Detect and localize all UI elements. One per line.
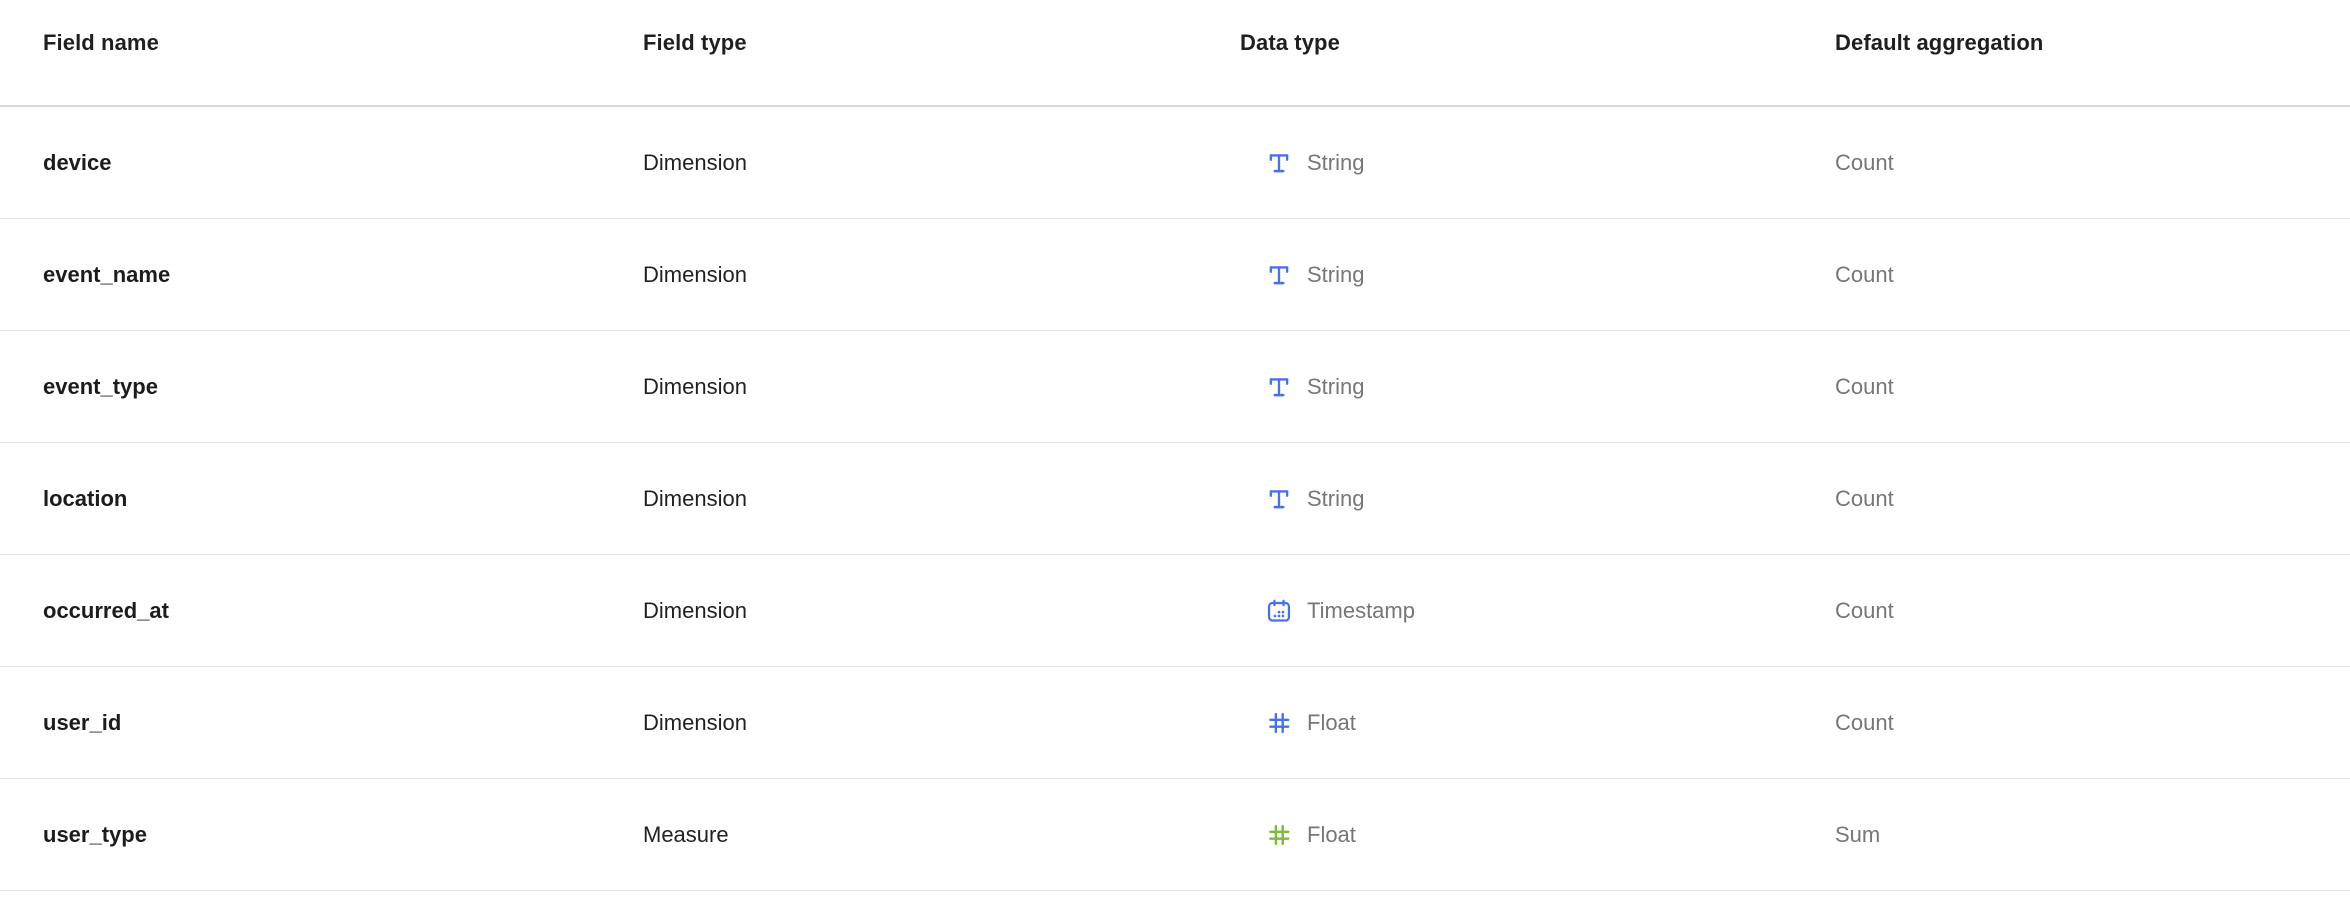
aggregation-cell: Count — [1835, 710, 2350, 736]
aggregation-cell: Count — [1835, 374, 2350, 400]
data-type-label: String — [1307, 261, 1365, 287]
field-type-cell: Dimension — [643, 262, 1240, 288]
field-name-cell: location — [43, 486, 643, 512]
field-type-label: Dimension — [643, 373, 747, 399]
table-body: device Dimension String Count event_name… — [0, 107, 2350, 891]
field-name-label: user_type — [43, 821, 147, 847]
data-type-label: Float — [1307, 821, 1356, 847]
field-name-label: location — [43, 485, 128, 511]
table-row[interactable]: event_name Dimension String Count — [0, 219, 2350, 331]
field-type-cell: Dimension — [643, 374, 1240, 400]
field-type-label: Dimension — [643, 149, 747, 175]
data-type-cell: String — [1240, 486, 1835, 512]
table-row[interactable]: user_type Measure Float Sum — [0, 779, 2350, 891]
aggregation-cell: Count — [1835, 262, 2350, 288]
default-aggregation-label: Sum — [1835, 821, 1881, 847]
table-row[interactable]: location Dimension String Count — [0, 443, 2350, 555]
data-type-label: String — [1307, 373, 1365, 399]
aggregation-cell: Count — [1835, 486, 2350, 512]
field-name-label: event_name — [43, 261, 171, 287]
aggregation-cell: Count — [1835, 598, 2350, 624]
field-name-label: event_type — [43, 373, 158, 399]
field-type-label: Dimension — [643, 597, 747, 623]
aggregation-cell: Count — [1835, 150, 2350, 176]
field-name-label: device — [43, 149, 112, 175]
hash-icon — [1266, 710, 1292, 736]
field-name-cell: event_type — [43, 374, 643, 400]
default-aggregation-label: Count — [1835, 485, 1894, 511]
data-type-label: String — [1307, 149, 1365, 175]
aggregation-cell: Sum — [1835, 822, 2350, 848]
field-type-label: Dimension — [643, 485, 747, 511]
field-name-cell: device — [43, 150, 643, 176]
field-name-cell: user_id — [43, 710, 643, 736]
text-icon — [1266, 374, 1292, 400]
data-type-label: Timestamp — [1307, 597, 1415, 623]
field-type-label: Measure — [643, 821, 729, 847]
field-name-label: user_id — [43, 709, 122, 735]
hash-icon — [1266, 822, 1292, 848]
field-name-cell: user_type — [43, 822, 643, 848]
table-row[interactable]: event_type Dimension String Count — [0, 331, 2350, 443]
column-header-default-aggregation: Default aggregation — [1835, 30, 2044, 55]
default-aggregation-label: Count — [1835, 709, 1894, 735]
default-aggregation-label: Count — [1835, 373, 1894, 399]
data-type-cell: String — [1240, 262, 1835, 288]
data-type-label: Float — [1307, 709, 1356, 735]
field-name-cell: occurred_at — [43, 598, 643, 624]
field-name-label: occurred_at — [43, 597, 169, 623]
text-icon — [1266, 262, 1292, 288]
default-aggregation-label: Count — [1835, 597, 1894, 623]
data-type-cell: String — [1240, 374, 1835, 400]
data-type-cell: Float — [1240, 710, 1835, 736]
table-row[interactable]: occurred_at Dimension Timestamp Count — [0, 555, 2350, 667]
text-icon — [1266, 486, 1292, 512]
field-type-cell: Dimension — [643, 486, 1240, 512]
data-type-cell: Timestamp — [1240, 598, 1835, 624]
column-header-field-name: Field name — [43, 30, 159, 55]
column-header-data-type: Data type — [1240, 30, 1340, 55]
text-icon — [1266, 150, 1292, 176]
table-row[interactable]: device Dimension String Count — [0, 107, 2350, 219]
column-header-field-type: Field type — [643, 30, 747, 55]
field-type-label: Dimension — [643, 709, 747, 735]
field-type-cell: Dimension — [643, 598, 1240, 624]
field-name-cell: event_name — [43, 262, 643, 288]
field-type-cell: Dimension — [643, 150, 1240, 176]
data-type-cell: Float — [1240, 822, 1835, 848]
field-type-cell: Dimension — [643, 710, 1240, 736]
calendar-icon — [1266, 598, 1292, 624]
field-type-label: Dimension — [643, 261, 747, 287]
default-aggregation-label: Count — [1835, 261, 1894, 287]
table-row[interactable]: user_id Dimension Float Count — [0, 667, 2350, 779]
field-type-cell: Measure — [643, 822, 1240, 848]
data-type-label: String — [1307, 485, 1365, 511]
data-type-cell: String — [1240, 150, 1835, 176]
table-header-row: Field name Field type Data type Default … — [0, 0, 2350, 107]
default-aggregation-label: Count — [1835, 149, 1894, 175]
